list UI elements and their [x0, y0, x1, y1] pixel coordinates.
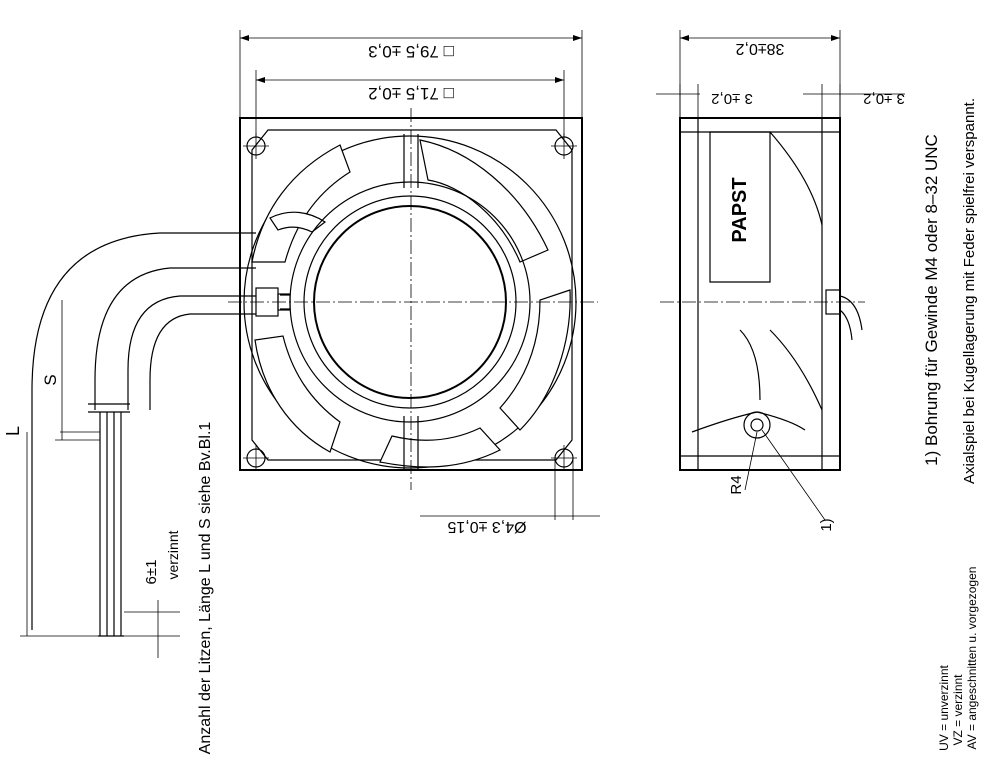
legend-uv: UV = unverzinnt [937, 664, 951, 750]
legend: UV = unverzinnt VZ = verzinnt AV = anges… [937, 567, 979, 751]
fan-front-view [228, 108, 598, 490]
dim-depth: 38±0,2 [735, 40, 784, 57]
dim-lead-s: S [41, 374, 60, 385]
side-body [679, 117, 841, 471]
note-bore-thread: 1) Bohrung für Gewinde M4 oder 8–32 UNC [922, 134, 941, 466]
cable-lead [20, 232, 256, 658]
legend-vz: VZ = verzinnt [951, 674, 965, 746]
fan-side-view [656, 30, 905, 521]
legend-av: AV = angeschnitten u. vorgezogen [965, 567, 979, 750]
brand-label: PAPST [729, 177, 751, 242]
front-dimensions [239, 30, 600, 520]
dim-radius: R4 [728, 475, 745, 494]
note-axial-play: Axialspiel bei Kugellagerung mit Feder s… [961, 98, 978, 484]
dim-hole-diameter: Ø4,3 ±0,15 [447, 518, 526, 535]
label-plate [709, 131, 771, 283]
label-tinned: verzinnt [165, 530, 181, 579]
dim-hole-square: □ 71,5 ±0,2 [368, 84, 454, 103]
note-strands: Anzahl der Litzen, Länge L und S siehe B… [197, 422, 214, 755]
dim-flange-right: 3 ±0,2 [863, 90, 905, 107]
dim-flange-left: 3 ±0,2 [711, 90, 753, 107]
fan-blades [251, 139, 571, 468]
dim-outer-square: □ 79,5 ±0,3 [368, 42, 454, 61]
lead-strands [98, 412, 124, 637]
dim-tinned-length: 6±1 [143, 560, 160, 585]
fan-struts [280, 134, 419, 470]
screw-boss [743, 411, 771, 439]
fan-frame-inner [251, 129, 573, 461]
centerlines [228, 108, 598, 490]
fan-frame-outer [239, 117, 583, 471]
note-ref: 1) [818, 518, 835, 531]
dim-lead-length: L [3, 426, 23, 436]
side-cable-stub [825, 289, 841, 315]
